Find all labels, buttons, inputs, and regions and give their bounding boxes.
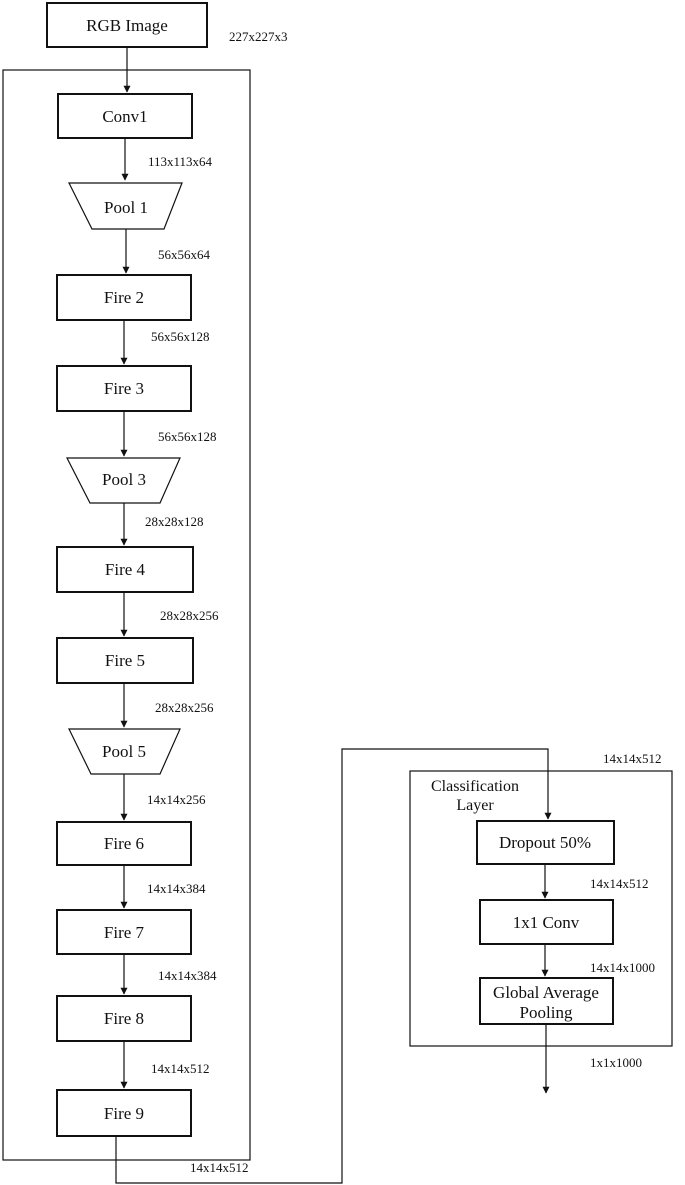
global-average-pooling-node (479, 977, 614, 1025)
dim-fire7: 14x14x384 (158, 968, 217, 983)
pool5-label: Pool 5 (102, 742, 146, 761)
pool3-label: Pool 3 (102, 470, 146, 489)
classification-title-line1: Classification (431, 778, 519, 795)
pool3-node (66, 457, 181, 504)
dim-fire4: 28x28x256 (160, 608, 219, 623)
dim-fire8: 14x14x512 (151, 1061, 210, 1076)
dim-classifier-in: 14x14x512 (603, 751, 662, 766)
fire5-label: Fire 5 (105, 651, 145, 670)
dim-fire9: 14x14x512 (190, 1160, 249, 1175)
dim-pool3: 28x28x128 (145, 514, 204, 529)
fire4-label: Fire 4 (105, 560, 146, 579)
dim-pool1: 56x56x64 (158, 247, 211, 262)
classification-frame (409, 770, 673, 1047)
fire5-node (56, 637, 194, 684)
fire2-label: Fire 2 (104, 288, 144, 307)
dropout-label: Dropout 50% (499, 833, 591, 852)
dim-pool5: 14x14x256 (147, 792, 206, 807)
dim-fire6: 14x14x384 (147, 881, 206, 896)
pool5-node (68, 728, 181, 775)
dim-dropout: 14x14x512 (590, 876, 649, 891)
gap-label-line1: Global Average (493, 983, 599, 1002)
fire8-node (56, 995, 192, 1042)
connector-fire9-to-classifier (115, 748, 552, 1184)
fire9-node (56, 1089, 192, 1137)
conv-1x1-node (479, 899, 614, 945)
dim-fire5: 28x28x256 (155, 700, 214, 715)
fire3-node (56, 365, 192, 412)
conv1-node (57, 93, 193, 139)
rgb-image-label: RGB Image (86, 16, 168, 35)
fire6-label: Fire 6 (104, 834, 144, 853)
conv1-label: Conv1 (102, 107, 147, 126)
fire6-node (56, 821, 192, 866)
fire7-label: Fire 7 (104, 923, 145, 942)
dim-output: 1x1x1000 (590, 1055, 642, 1070)
dim-fire2: 56x56x128 (151, 329, 210, 344)
gap-label-line2: Pooling (520, 1003, 573, 1022)
dim-conv1: 113x113x64 (148, 154, 213, 169)
conv-1x1-label: 1x1 Conv (513, 913, 580, 932)
fire3-label: Fire 3 (104, 379, 144, 398)
rgb-image-node (46, 2, 208, 48)
pool1-node (68, 182, 183, 230)
fire4-node (56, 546, 194, 593)
fire8-label: Fire 8 (104, 1009, 144, 1028)
pool1-label: Pool 1 (104, 198, 148, 217)
dim-input: 227x227x3 (229, 29, 288, 44)
dim-conv: 14x14x1000 (590, 960, 655, 975)
dim-fire3: 56x56x128 (158, 429, 217, 444)
classification-title-line2: Layer (456, 797, 494, 814)
fire7-node (56, 909, 192, 955)
fire9-label: Fire 9 (104, 1104, 144, 1123)
